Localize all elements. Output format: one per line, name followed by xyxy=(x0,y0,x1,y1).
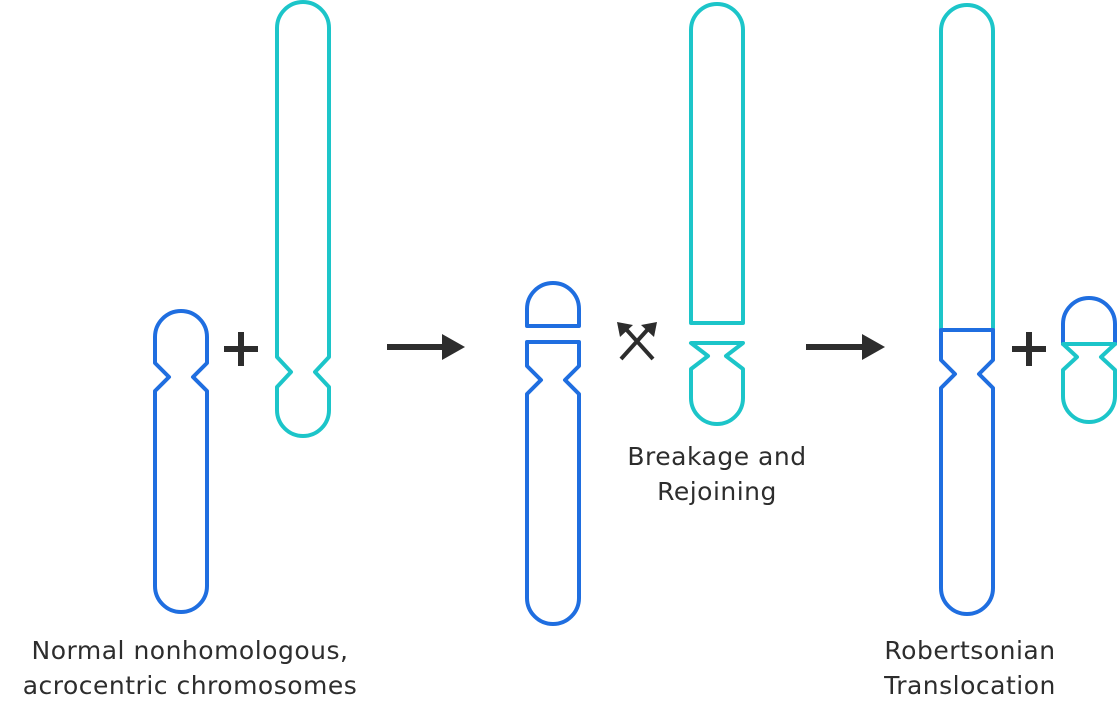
robertsonian-label-line-1: Robertsonian xyxy=(884,636,1056,665)
normal-label-line-1: Normal nonhomologous, xyxy=(31,636,349,665)
teal-short-arm-fragment xyxy=(689,341,745,426)
normal-label-line-2: acrocentric chromosomes xyxy=(22,671,358,700)
translocation-blue-chromosome-body xyxy=(939,328,995,616)
teal-long-arm-fragment xyxy=(689,2,745,325)
plus-sign-icon xyxy=(224,332,258,366)
blue-acrocentric-chromosome xyxy=(153,309,209,614)
small-chromosome-teal-body xyxy=(1061,342,1117,424)
robertsonian-translocation-label: Robertsonian Translocation xyxy=(850,633,1090,703)
breakage-crossed-arrows-icon xyxy=(617,322,657,361)
blue-long-arm-fragment xyxy=(525,340,581,626)
breakage-label: Breakage and Rejoining xyxy=(597,439,837,509)
right-arrow-icon xyxy=(387,334,465,360)
right-arrow-icon xyxy=(806,334,885,360)
breakage-label-line-2: Rejoining xyxy=(657,477,777,506)
blue-short-arm-fragment xyxy=(525,281,581,328)
translocation-teal-long-arm xyxy=(939,3,995,330)
normal-chromosomes-label: Normal nonhomologous, acrocentric chromo… xyxy=(0,633,380,703)
small-chromosome-blue-cap xyxy=(1061,296,1117,346)
breakage-label-line-1: Breakage and xyxy=(627,442,807,471)
robertsonian-label-line-2: Translocation xyxy=(884,671,1056,700)
teal-acrocentric-chromosome xyxy=(275,0,331,438)
plus-sign-icon xyxy=(1012,332,1046,366)
